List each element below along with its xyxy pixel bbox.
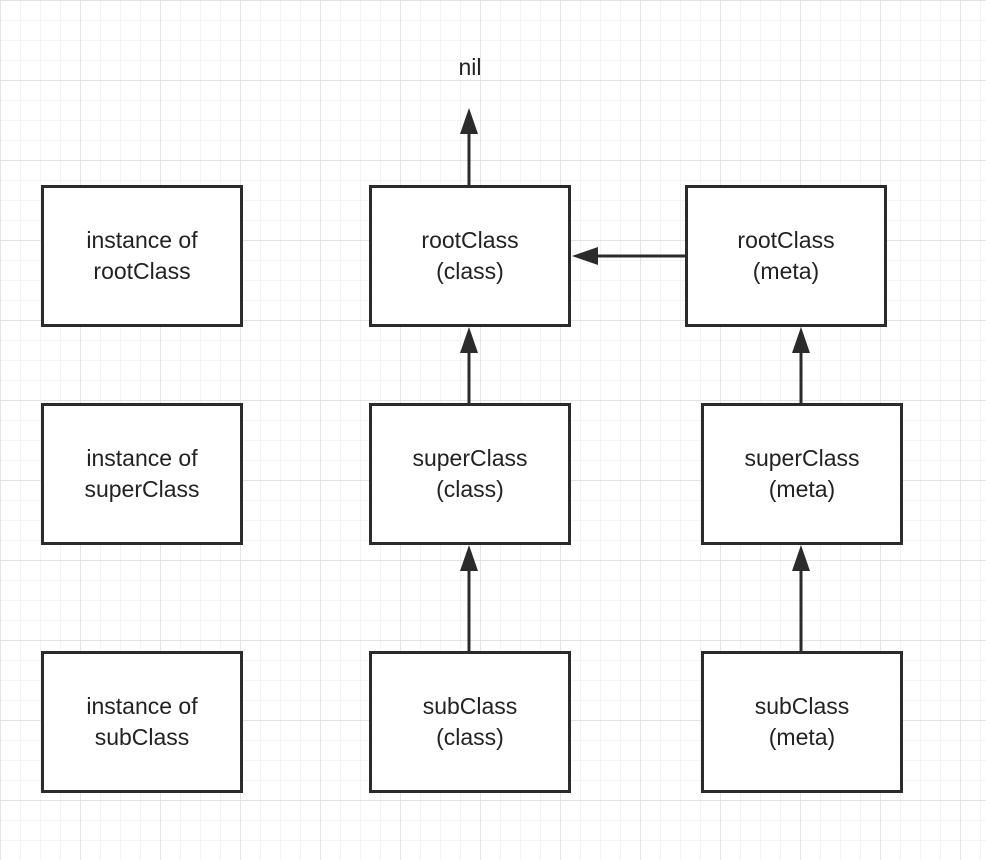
node-label: subClass (class) (422, 693, 518, 750)
arrowhead-super-class-from-sub (460, 545, 478, 571)
node-rootclass-meta: rootClass (meta) (685, 185, 887, 327)
node-superclass-meta: superClass (meta) (701, 403, 903, 545)
node-label: instance of rootClass (86, 227, 198, 284)
node-rootclass-class: rootClass (class) (369, 185, 571, 327)
node-subclass-class: subClass (class) (369, 651, 571, 793)
arrowhead-root-class-from-super (460, 327, 478, 353)
arrowhead-nil (460, 108, 478, 134)
node-label: rootClass (meta) (737, 227, 835, 284)
node-label: superClass (meta) (744, 445, 860, 502)
arrowhead-root-class-from-meta (572, 247, 598, 265)
node-instance-of-subclass: instance of subClass (41, 651, 243, 793)
nil-label: nil (458, 54, 482, 80)
node-label: subClass (meta) (754, 693, 850, 750)
node-superclass-class: superClass (class) (369, 403, 571, 545)
node-instance-of-rootclass: instance of rootClass (41, 185, 243, 327)
node-label: rootClass (class) (421, 227, 519, 284)
arrowhead-root-meta-from-super-meta (792, 327, 810, 353)
node-subclass-meta: subClass (meta) (701, 651, 903, 793)
node-label: superClass (class) (412, 445, 528, 502)
node-label: instance of superClass (84, 445, 200, 502)
arrowhead-super-meta-from-sub-meta (792, 545, 810, 571)
node-instance-of-superclass: instance of superClass (41, 403, 243, 545)
node-label: instance of subClass (86, 693, 198, 750)
